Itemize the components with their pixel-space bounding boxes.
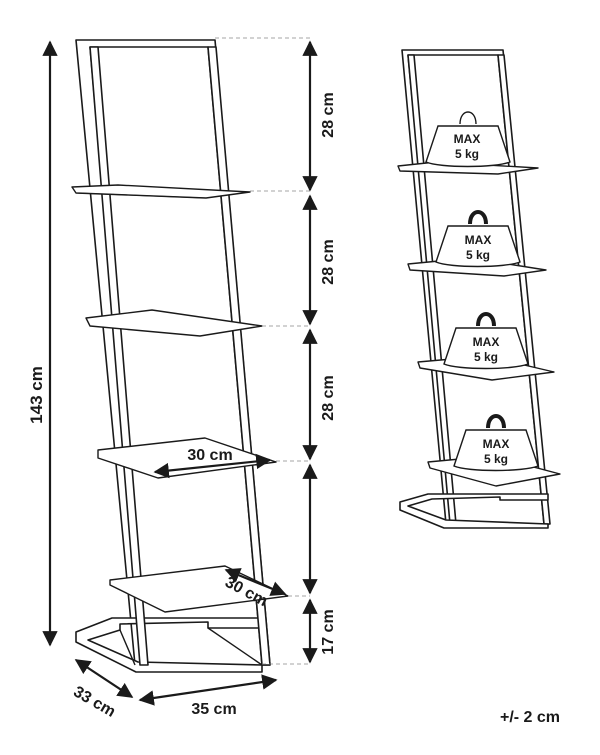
base-depth-arrow [74, 659, 134, 698]
weight-1: MAX 5 kg [425, 111, 511, 168]
base-width-label: 35 cm [191, 701, 236, 718]
weight-3: MAX 5 kg [443, 312, 529, 370]
weight-2: MAX 5 kg [435, 210, 521, 268]
shelf-width-arrow [153, 453, 272, 479]
gap-1-label: 28 cm [320, 92, 337, 137]
gap-3-label: 28 cm [320, 375, 337, 420]
weight-4-kg: 5 kg [484, 452, 508, 466]
base-depth-label: 33 cm [70, 683, 118, 720]
weight-1-max: MAX [454, 132, 481, 146]
base-frame [75, 617, 266, 673]
load-capacity-shelf: MAX 5 kg MAX 5 kg MAX 5 kg MAX 5 kg [397, 49, 561, 529]
tolerance-note: +/- 2 cm [500, 709, 560, 726]
shelf-2 [85, 309, 263, 337]
shelf-depth-arrow [224, 568, 287, 596]
weight-4-max: MAX [483, 437, 510, 451]
shelf-width-label: 30 cm [187, 447, 232, 464]
dimensioned-ladder-shelf: 143 cm 28 cm 28 cm 28 cm 17 cm 30 cm 30 … [27, 37, 337, 721]
weight-3-kg: 5 kg [474, 350, 498, 364]
weight-2-max: MAX [465, 233, 492, 247]
gap-2-label: 28 cm [320, 239, 337, 284]
weight-3-max: MAX [473, 335, 500, 349]
guide-lines [215, 37, 310, 665]
shelf-1 [71, 184, 251, 199]
weight-1-kg: 5 kg [455, 147, 479, 161]
weight-2-kg: 5 kg [466, 248, 490, 262]
base-width-arrow [138, 674, 278, 706]
total-height-label: 143 cm [27, 366, 46, 424]
weight-4: MAX 5 kg [453, 414, 539, 472]
bottom-gap-label: 17 cm [320, 609, 337, 654]
